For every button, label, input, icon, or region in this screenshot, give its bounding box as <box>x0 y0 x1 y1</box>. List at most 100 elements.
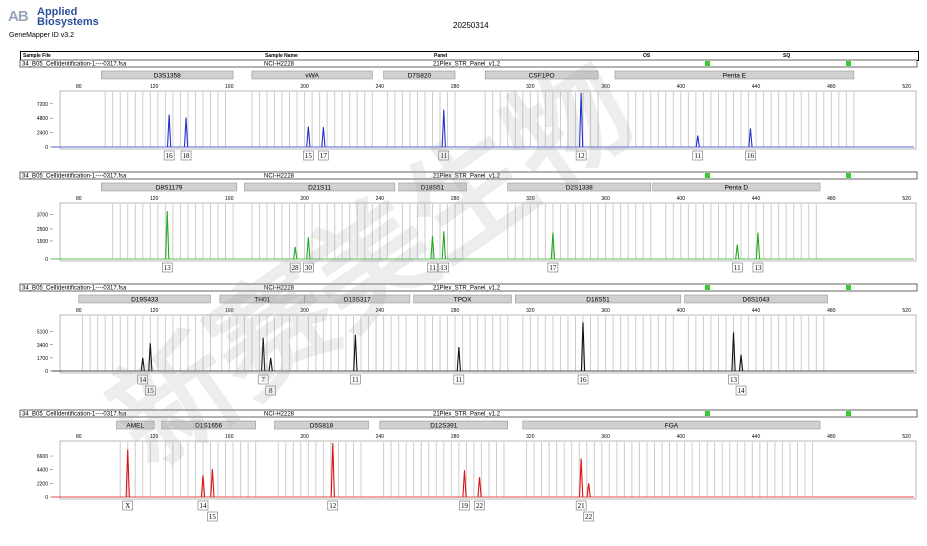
allele-peak[interactable] <box>456 347 461 372</box>
locus-box[interactable] <box>101 70 234 80</box>
allele-peak[interactable] <box>580 322 586 372</box>
allele-call-box[interactable] <box>692 150 704 161</box>
allele-peak[interactable] <box>200 475 206 498</box>
allele-call-box[interactable] <box>265 385 276 396</box>
allele-peak[interactable] <box>166 114 172 148</box>
allele-call-box[interactable] <box>197 500 209 511</box>
allele-peak[interactable] <box>578 458 584 498</box>
allele-call-box[interactable] <box>161 262 173 273</box>
allele-call-box[interactable] <box>122 500 133 511</box>
allele-call-box[interactable] <box>459 500 470 511</box>
allele-peak[interactable] <box>586 483 591 498</box>
x-tick-label: 240 <box>376 308 385 314</box>
allele-call-box[interactable] <box>289 262 301 273</box>
locus-box[interactable] <box>274 420 369 430</box>
allele-peak[interactable] <box>125 449 130 498</box>
allele-call-box[interactable] <box>163 150 175 161</box>
locus-box[interactable] <box>614 70 855 80</box>
locus-box[interactable] <box>244 182 396 192</box>
allele-call-box[interactable] <box>438 262 450 273</box>
locus-box[interactable] <box>507 182 651 192</box>
allele-peak[interactable] <box>268 357 273 372</box>
allele-call-box[interactable] <box>575 150 587 161</box>
allele-peak[interactable] <box>735 244 740 260</box>
allele-peak[interactable] <box>210 469 215 498</box>
allele-call-box[interactable] <box>745 150 756 161</box>
allele-call-box[interactable] <box>583 511 594 522</box>
allele-call-box[interactable] <box>257 374 269 385</box>
locus-box[interactable] <box>484 70 599 80</box>
allele-peak[interactable] <box>183 117 189 148</box>
allele-peak[interactable] <box>148 343 153 372</box>
allele-call-box[interactable] <box>350 374 361 385</box>
locus-box[interactable] <box>78 294 211 304</box>
allele-peak[interactable] <box>578 92 584 148</box>
allele-peak[interactable] <box>140 357 145 372</box>
allele-call-box[interactable] <box>732 262 743 273</box>
x-tick-label: 160 <box>225 84 234 90</box>
allele-call-box[interactable] <box>303 150 314 161</box>
locus-box[interactable] <box>116 420 155 430</box>
sample-info-row <box>19 283 918 292</box>
allele-call-box[interactable] <box>547 262 559 273</box>
locus-box[interactable] <box>652 182 821 192</box>
allele-call-box[interactable] <box>137 374 149 385</box>
locus-box[interactable] <box>101 182 238 192</box>
locus-box[interactable] <box>383 70 456 80</box>
allele-call-box[interactable] <box>180 150 192 161</box>
sample-name: NCI-H2228 <box>264 174 295 180</box>
panel-name: 21Plex_STR_Panel_v1.2 <box>433 286 501 292</box>
allele-call-box[interactable] <box>453 374 465 385</box>
allele-peak[interactable] <box>353 334 358 372</box>
allele-peak[interactable] <box>261 337 266 372</box>
allele-call-box[interactable] <box>318 150 329 161</box>
allele-call-box[interactable] <box>145 385 156 396</box>
allele-call-box[interactable] <box>728 374 739 385</box>
allele-peak[interactable] <box>550 232 556 260</box>
allele-call-box[interactable] <box>577 374 589 385</box>
allele-call-box[interactable] <box>575 500 587 511</box>
allele-peak[interactable] <box>441 231 446 260</box>
locus-box[interactable] <box>161 420 256 430</box>
locus-box[interactable] <box>304 294 411 304</box>
allele-peak[interactable] <box>695 135 700 148</box>
allele-peak[interactable] <box>306 126 311 148</box>
allele-peak[interactable] <box>731 332 736 372</box>
allele-peak[interactable] <box>330 442 335 498</box>
locus-box[interactable] <box>379 420 509 430</box>
locus-box[interactable] <box>251 70 373 80</box>
allele-peak[interactable] <box>293 246 298 260</box>
allele-peak[interactable] <box>441 109 446 148</box>
allele-call-box[interactable] <box>427 262 438 273</box>
x-tick-label: 80 <box>76 434 82 440</box>
ab-logo-mark: AB <box>8 8 29 25</box>
allele-call-label: 18 <box>183 152 191 160</box>
allele-peak[interactable] <box>738 354 744 372</box>
locus-box[interactable] <box>522 420 821 430</box>
x-tick-label: 520 <box>902 196 911 202</box>
allele-peak[interactable] <box>755 232 761 260</box>
locus-label: D18S51 <box>421 185 445 192</box>
locus-box[interactable] <box>413 294 512 304</box>
allele-call-box[interactable] <box>327 500 339 511</box>
panel-name: 21Plex_STR_Panel_v1.2 <box>433 174 501 180</box>
allele-peak[interactable] <box>306 237 311 260</box>
locus-label: D21S11 <box>308 185 331 192</box>
allele-call-box[interactable] <box>207 511 218 522</box>
locus-box[interactable] <box>398 182 467 192</box>
allele-call-box[interactable] <box>735 385 747 396</box>
allele-peak[interactable] <box>462 470 467 498</box>
locus-box[interactable] <box>515 294 682 304</box>
allele-call-box[interactable] <box>474 500 485 511</box>
allele-call-box[interactable] <box>303 262 314 273</box>
allele-call-box[interactable] <box>438 150 450 161</box>
allele-peak[interactable] <box>321 127 326 148</box>
locus-box[interactable] <box>684 294 828 304</box>
allele-peak[interactable] <box>165 210 170 260</box>
allele-peak[interactable] <box>430 236 435 260</box>
allele-call-box[interactable] <box>752 262 764 273</box>
allele-peak[interactable] <box>748 128 753 148</box>
allele-peak[interactable] <box>477 477 482 498</box>
